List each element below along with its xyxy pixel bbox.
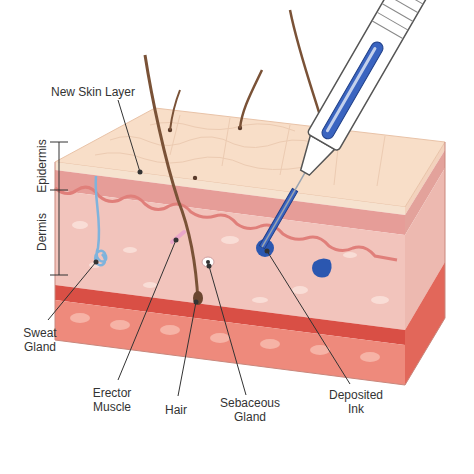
dermis-cells [72, 221, 389, 304]
part-label: Dermis [35, 197, 49, 267]
hypodermis-layer [55, 300, 405, 385]
leader-line [48, 100, 350, 396]
side-hypodermis [405, 262, 445, 385]
dermal-papillae [55, 187, 397, 260]
tattoo-pen [246, 0, 433, 256]
part-label: Epidermis [35, 131, 49, 201]
ink-deposit [312, 258, 332, 277]
main-hair [145, 55, 198, 302]
part-label: Hair [151, 403, 201, 417]
part-label: New Skin Layer [38, 85, 148, 99]
part-label: Sweat Gland [12, 326, 68, 354]
part-label: Deposited Ink [321, 388, 391, 416]
hair-bulb [193, 291, 203, 305]
layer-bracket [50, 142, 68, 275]
part-label: Erector Muscle [82, 386, 142, 414]
erector-muscle [172, 232, 184, 242]
sweat-gland [95, 176, 106, 265]
part-label: Sebaceous Gland [210, 396, 290, 424]
